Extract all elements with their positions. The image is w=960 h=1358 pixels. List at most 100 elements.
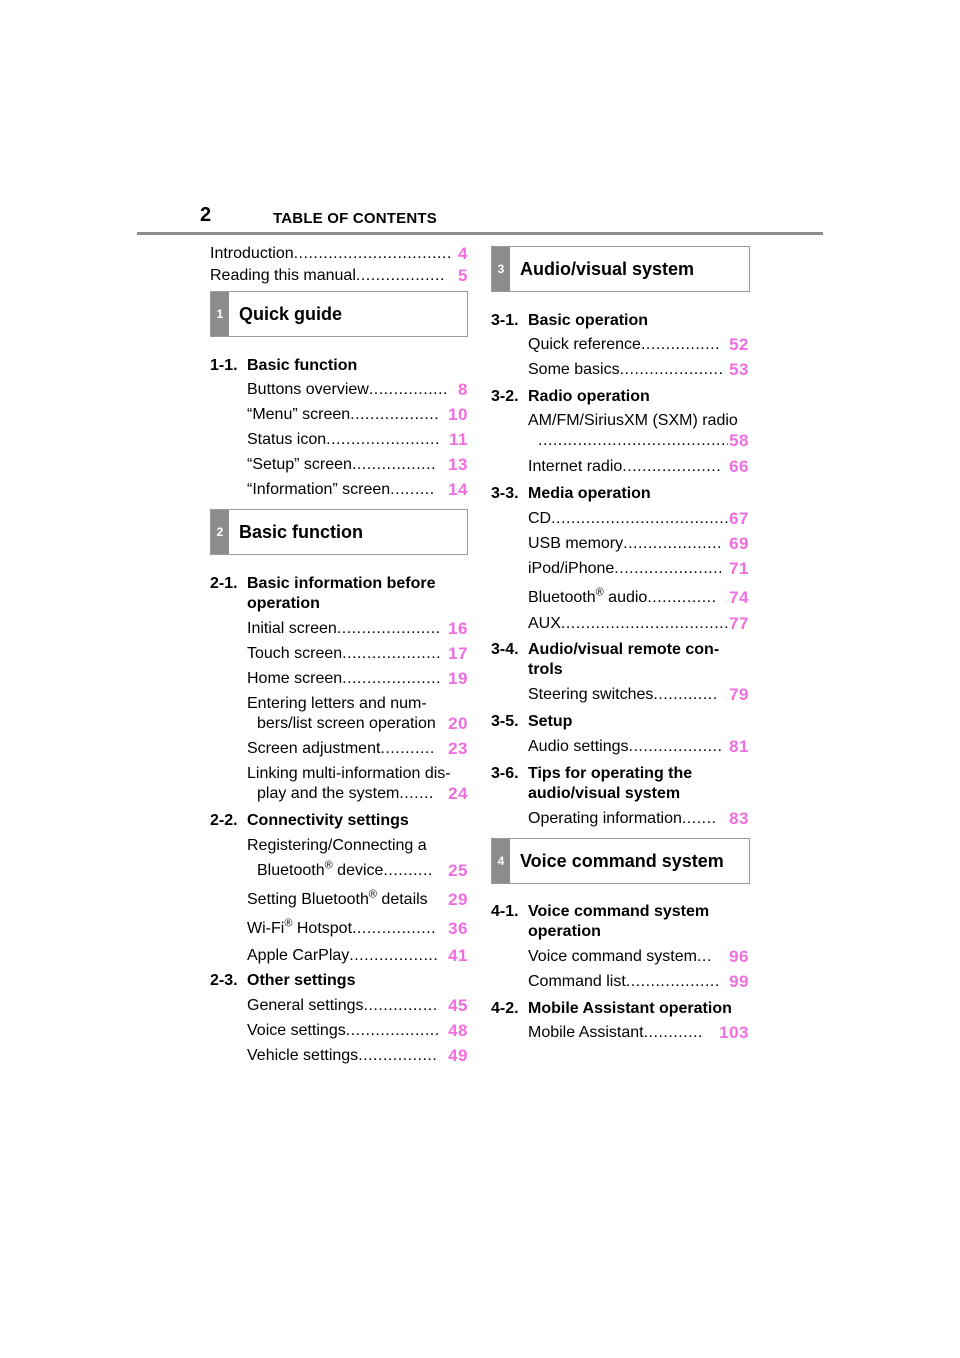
toc-entry-apple-carplay[interactable]: Apple CarPlay .................. 41: [247, 946, 468, 965]
toc-entry-home-screen[interactable]: Home screen .................... 19: [247, 669, 468, 688]
toc-entry-information-screen[interactable]: “Information” screen ......... 14: [247, 480, 468, 499]
page-link[interactable]: 53: [729, 360, 749, 379]
page-link[interactable]: 23: [448, 739, 468, 758]
page-link[interactable]: 17: [448, 644, 468, 663]
page-link[interactable]: 10: [448, 405, 468, 424]
toc-heading-2-2: 2-2.Connectivity settings: [210, 812, 409, 829]
page-link[interactable]: 48: [448, 1021, 468, 1040]
toc-heading-3-6: 3-6.Tips for operating the: [491, 765, 693, 782]
toc-entry-audio-settings[interactable]: Audio settings ................... 81: [528, 737, 749, 756]
section-box-title: Audio/visual system: [520, 259, 695, 279]
section-box-title: Basic function: [239, 522, 364, 542]
page-number: 2: [200, 204, 212, 226]
toc-entry-entering-letters[interactable]: Entering letters and num-: [247, 695, 427, 712]
page-link[interactable]: 58: [729, 431, 749, 450]
toc-entry-initial-screen[interactable]: Initial screen ..................... 16: [247, 619, 468, 638]
toc-entry-touch-screen[interactable]: Touch screen .................... 17: [247, 644, 468, 663]
toc-heading-2-1-cont: operation: [247, 595, 320, 612]
page-link[interactable]: 24: [448, 784, 468, 803]
page-link[interactable]: 14: [448, 480, 468, 499]
header-title: TABLE OF CONTENTS: [273, 210, 437, 227]
toc-heading-3-2: 3-2.Radio operation: [491, 388, 650, 405]
page-link[interactable]: 52: [729, 335, 749, 354]
toc-heading-4-1: 4-1.Voice command system: [491, 903, 710, 920]
toc-entry-operating-information[interactable]: Operating information ....... 83: [528, 809, 749, 828]
toc-entry-linking-cont[interactable]: play and the system ....... 24: [257, 784, 468, 803]
page-link[interactable]: 11: [449, 430, 468, 449]
page-link[interactable]: 13: [448, 455, 468, 474]
toc-entry-bluetooth-audio[interactable]: Bluetooth® audio .............. 74: [528, 586, 749, 607]
toc-entry-quick-reference[interactable]: Quick reference ................ 52: [528, 335, 749, 354]
toc-entry-ipod-iphone[interactable]: iPod/iPhone ...................... 71: [528, 559, 749, 578]
toc-entry-usb-memory[interactable]: USB memory .................... 69: [528, 534, 749, 553]
section-box-title: Voice command system: [520, 851, 724, 871]
toc-entry-internet-radio[interactable]: Internet radio .................... 66: [528, 457, 749, 476]
toc-entry-setup-screen[interactable]: “Setup” screen ................. 13: [247, 455, 468, 474]
toc-entry-steering-switches[interactable]: Steering switches ............. 79: [528, 685, 749, 704]
toc-entry-command-list[interactable]: Command list ................... 99: [528, 972, 749, 991]
toc-heading-3-1: 3-1.Basic operation: [491, 312, 649, 329]
page-header: 2 TABLE OF CONTENTS: [0, 0, 960, 240]
section-tab-number: 2: [211, 510, 229, 554]
toc-entry-entering-letters-cont[interactable]: bers/list screen operation 20: [257, 714, 468, 733]
page-link[interactable]: 96: [729, 947, 749, 966]
toc-entry-registering-cont[interactable]: Bluetooth® device .......... 25: [257, 859, 468, 880]
section-box-title: Quick guide: [239, 304, 343, 324]
page-link[interactable]: 67: [729, 509, 749, 528]
toc-entry-some-basics[interactable]: Some basics ..................... 53: [528, 360, 749, 379]
header-rule: [137, 232, 823, 235]
page-link[interactable]: 16: [448, 619, 468, 638]
page-link[interactable]: 45: [448, 996, 468, 1015]
page-link[interactable]: 66: [729, 457, 749, 476]
toc-heading-3-4-cont: trols: [528, 661, 563, 678]
toc-entry-am-fm-radio[interactable]: AM/FM/SiriusXM (SXM) radio: [528, 412, 738, 429]
page-link[interactable]: 36: [448, 919, 468, 938]
toc-entry-general-settings[interactable]: General settings ............... 45: [247, 996, 468, 1015]
toc-entry-wifi-hotspot[interactable]: Wi-Fi® Hotspot ................. 36: [247, 917, 468, 938]
toc-entry-introduction[interactable]: Introduction ...........................…: [210, 244, 468, 263]
toc-entry-setting-bluetooth[interactable]: Setting Bluetooth® details 29: [247, 888, 468, 909]
page-link[interactable]: 5: [458, 266, 468, 285]
page-link[interactable]: 25: [448, 861, 468, 880]
toc-entry-voice-settings[interactable]: Voice settings ................... 48: [247, 1021, 468, 1040]
page-link[interactable]: 8: [458, 380, 468, 399]
page-link[interactable]: 69: [729, 534, 749, 553]
page-link[interactable]: 4: [458, 244, 468, 263]
page-link[interactable]: 20: [448, 714, 468, 733]
toc-heading-3-4: 3-4.Audio/visual remote con-: [491, 641, 720, 658]
page-link[interactable]: 79: [729, 685, 749, 704]
page-link[interactable]: 19: [448, 669, 468, 688]
page-link[interactable]: 49: [448, 1046, 468, 1065]
section-box-voice-command: 4 Voice command system: [491, 838, 750, 884]
toc-entry-aux[interactable]: AUX .................................. 7…: [528, 614, 749, 633]
toc-entry-linking[interactable]: Linking multi-information dis-: [247, 765, 451, 782]
page-link[interactable]: 81: [729, 737, 749, 756]
toc-entry-am-fm-radio-cont[interactable]: ....................................... …: [538, 431, 749, 450]
toc-heading-2-1: 2-1.Basic information before: [210, 575, 436, 592]
toc-entry-mobile-assistant[interactable]: Mobile Assistant ............ 103: [528, 1023, 749, 1042]
toc-entry-menu-screen[interactable]: “Menu” screen .................. 10: [247, 405, 468, 424]
toc-heading-3-3: 3-3.Media operation: [491, 485, 651, 502]
toc-entry-cd[interactable]: CD .................................... …: [528, 509, 749, 528]
toc-entry-buttons-overview[interactable]: Buttons overview ................ 8: [247, 380, 468, 399]
section-box-basic-function: 2 Basic function: [210, 509, 468, 555]
toc-entry-registering[interactable]: Registering/Connecting a: [247, 837, 427, 854]
section-tab-number: 1: [211, 292, 229, 336]
page-link[interactable]: 74: [729, 588, 749, 607]
page-link[interactable]: 103: [719, 1023, 749, 1042]
section-tab-number: 4: [492, 839, 510, 883]
page-link[interactable]: 71: [729, 559, 749, 578]
toc-entry-status-icon[interactable]: Status icon ....................... 11: [247, 430, 468, 449]
page-link[interactable]: 77: [729, 614, 749, 633]
toc-heading-4-1-cont: operation: [528, 923, 601, 940]
page-link[interactable]: 29: [448, 890, 468, 909]
section-box-audio-visual: 3 Audio/visual system: [491, 246, 750, 292]
page-link[interactable]: 99: [729, 972, 749, 991]
page-link[interactable]: 83: [729, 809, 749, 828]
toc-entry-voice-command-system[interactable]: Voice command system ... 96: [528, 947, 749, 966]
toc-entry-vehicle-settings[interactable]: Vehicle settings ................ 49: [247, 1046, 468, 1065]
toc-entry-reading-manual[interactable]: Reading this manual .................. 5: [210, 266, 468, 285]
toc-heading-3-6-cont: audio/visual system: [528, 785, 681, 802]
toc-entry-screen-adjustment[interactable]: Screen adjustment ........... 23: [247, 739, 468, 758]
page-link[interactable]: 41: [448, 946, 468, 965]
